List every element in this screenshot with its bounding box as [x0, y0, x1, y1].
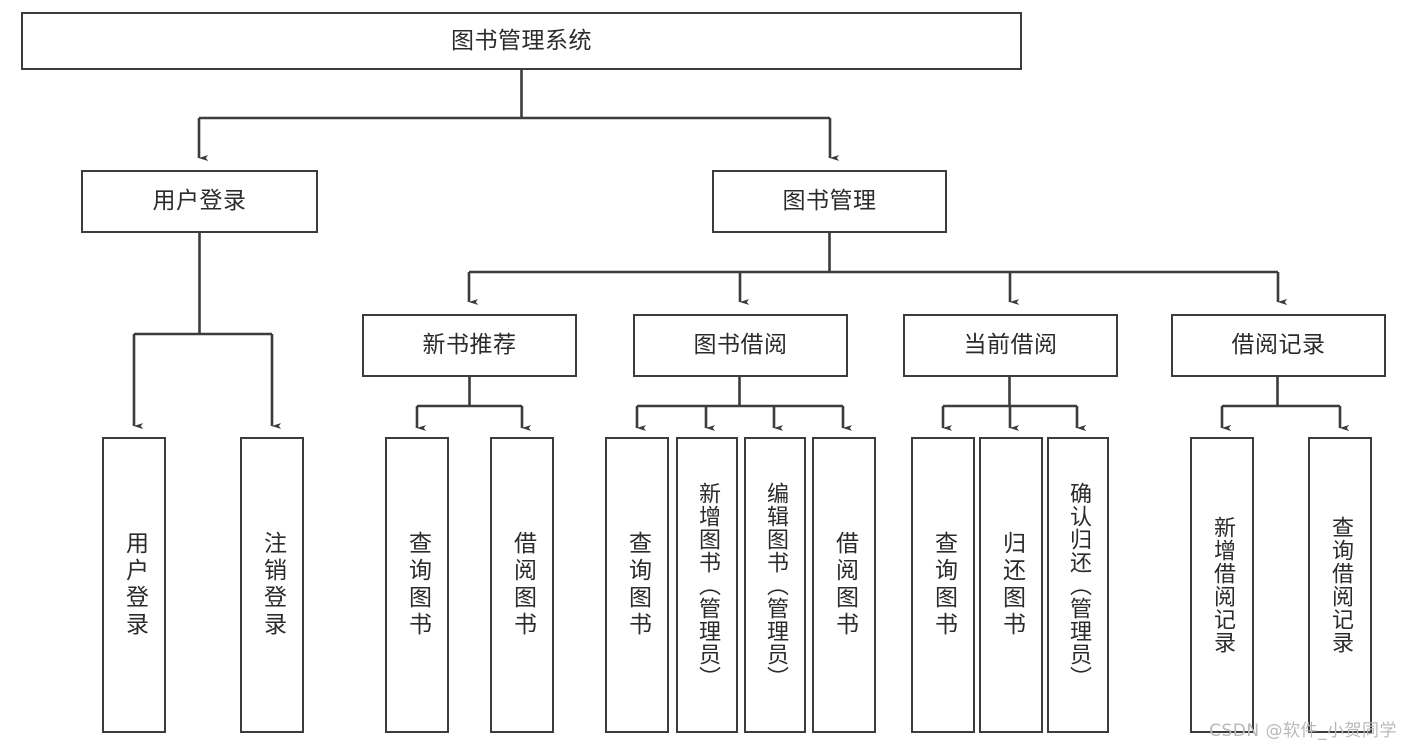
node-book-manage[interactable]: 图书管理 — [712, 170, 947, 233]
leaf-query-book-1[interactable]: 查询图书 — [385, 437, 449, 733]
node-root-book-management-system[interactable]: 图书管理系统 — [21, 12, 1022, 70]
leaf-add-record[interactable]: 新增借阅记录 — [1190, 437, 1254, 733]
leaf-query-book-1-label: 查询图书 — [404, 531, 431, 639]
node-borrow-record-label: 借阅记录 — [1231, 332, 1326, 359]
node-new-book-recommend-label: 新书推荐 — [422, 332, 517, 359]
node-new-book-recommend[interactable]: 新书推荐 — [362, 314, 577, 377]
node-root-label: 图书管理系统 — [451, 27, 592, 54]
node-book-borrow-label: 图书借阅 — [693, 332, 788, 359]
leaf-query-book-3[interactable]: 查询图书 — [911, 437, 975, 733]
leaf-query-book-3-label: 查询图书 — [930, 531, 957, 639]
node-book-manage-label: 图书管理 — [782, 188, 877, 215]
leaf-query-book-2[interactable]: 查询图书 — [605, 437, 669, 733]
leaf-confirm-return[interactable]: 确认归还（管理员） — [1047, 437, 1109, 733]
csdn-watermark: CSDN @软件_小贺同学 — [1209, 721, 1397, 741]
leaf-borrow-book-1[interactable]: 借阅图书 — [490, 437, 554, 733]
leaf-borrow-book-1-label: 借阅图书 — [509, 531, 536, 639]
leaf-add-book-label: 新增图书（管理员） — [695, 481, 720, 689]
leaf-query-record-label: 查询借阅记录 — [1328, 516, 1353, 654]
node-book-borrow[interactable]: 图书借阅 — [633, 314, 848, 377]
leaf-logout-login-label: 注销登录 — [259, 531, 286, 639]
leaf-logout-login[interactable]: 注销登录 — [240, 437, 304, 733]
node-user-login[interactable]: 用户登录 — [81, 170, 318, 233]
node-current-borrow[interactable]: 当前借阅 — [903, 314, 1118, 377]
leaf-add-book[interactable]: 新增图书（管理员） — [676, 437, 738, 733]
leaf-query-record[interactable]: 查询借阅记录 — [1308, 437, 1372, 733]
node-user-login-label: 用户登录 — [152, 188, 247, 215]
leaf-borrow-book-2-label: 借阅图书 — [831, 531, 858, 639]
leaf-user-login-label: 用户登录 — [121, 531, 148, 639]
leaf-confirm-return-label: 确认归还（管理员） — [1066, 481, 1091, 689]
leaf-borrow-book-2[interactable]: 借阅图书 — [812, 437, 876, 733]
leaf-user-login[interactable]: 用户登录 — [102, 437, 166, 733]
leaf-add-record-label: 新增借阅记录 — [1210, 516, 1235, 654]
leaf-edit-book-label: 编辑图书（管理员） — [763, 481, 788, 689]
node-borrow-record[interactable]: 借阅记录 — [1171, 314, 1386, 377]
leaf-return-book-label: 归还图书 — [998, 531, 1025, 639]
node-current-borrow-label: 当前借阅 — [963, 332, 1058, 359]
leaf-return-book[interactable]: 归还图书 — [979, 437, 1043, 733]
leaf-query-book-2-label: 查询图书 — [624, 531, 651, 639]
leaf-edit-book[interactable]: 编辑图书（管理员） — [744, 437, 806, 733]
